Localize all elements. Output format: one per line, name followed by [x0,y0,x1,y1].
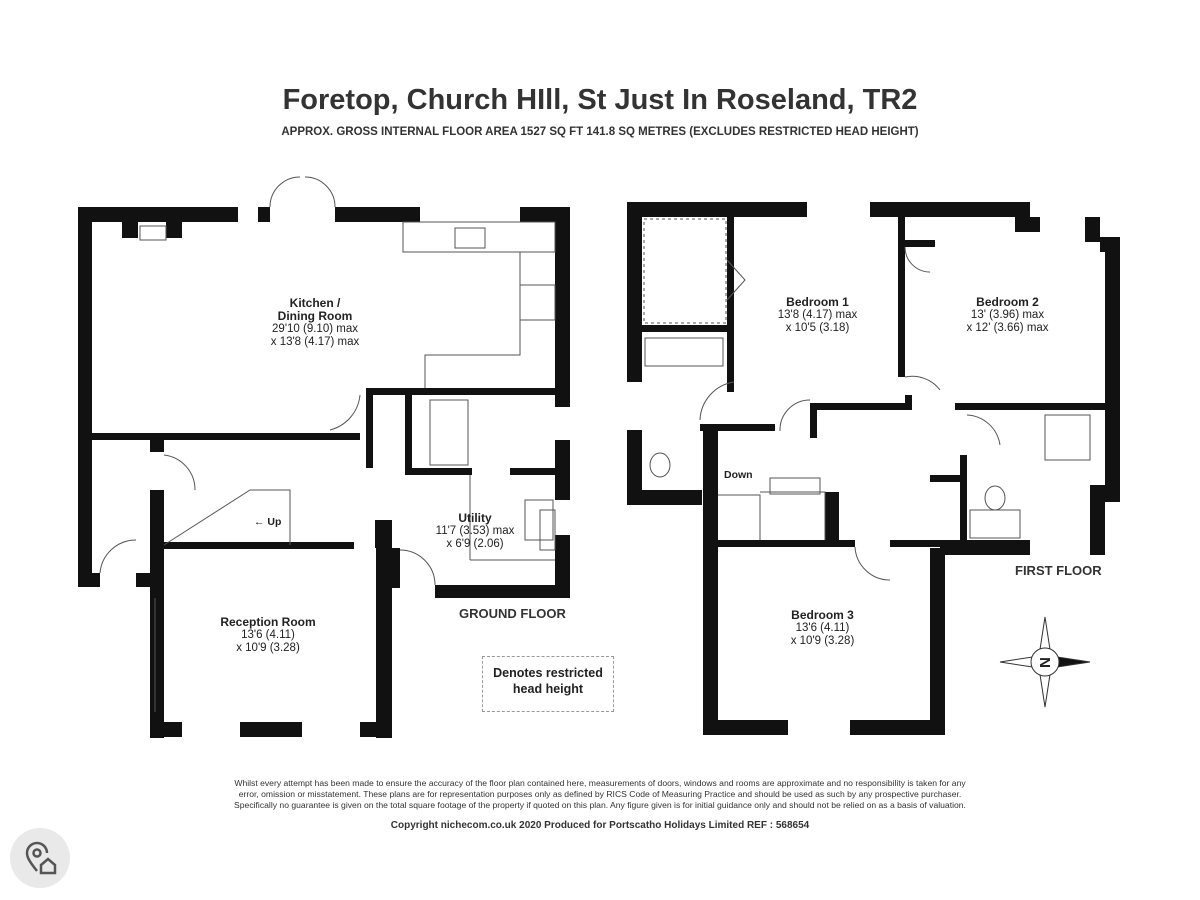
ground-floor-fixtures [99,176,556,712]
ground-floor-walls [78,207,570,738]
room-reception: Reception Room 13'6 (4.11)x 10'9 (3.28) [220,615,316,655]
room-bedroom-3: Bedroom 3 13'6 (4.11)x 10'9 (3.28) [790,608,855,648]
location-home-badge[interactable] [10,828,70,888]
ground-floor-label: GROUND FLOOR [459,606,566,621]
first-floor-label: FIRST FLOOR [1015,563,1102,578]
first-floor-walls [627,202,1120,735]
stairs-down-label: Down [724,469,753,481]
disclaimer: Whilst every attempt has been made to en… [234,778,966,810]
floor-area-subtitle: APPROX. GROSS INTERNAL FLOOR AREA 1527 S… [281,126,919,138]
compass-rose-icon [999,616,1091,708]
plan-title: Foretop, Church HIll, St Just In Roselan… [282,84,918,116]
stairs-up-label: ← Up [254,516,282,528]
compass-north-label: N [1035,657,1053,668]
copyright: Copyright nichecom.co.uk 2020 Produced f… [390,820,810,831]
location-home-icon [25,841,57,875]
first-floor-fixtures [643,218,1091,581]
